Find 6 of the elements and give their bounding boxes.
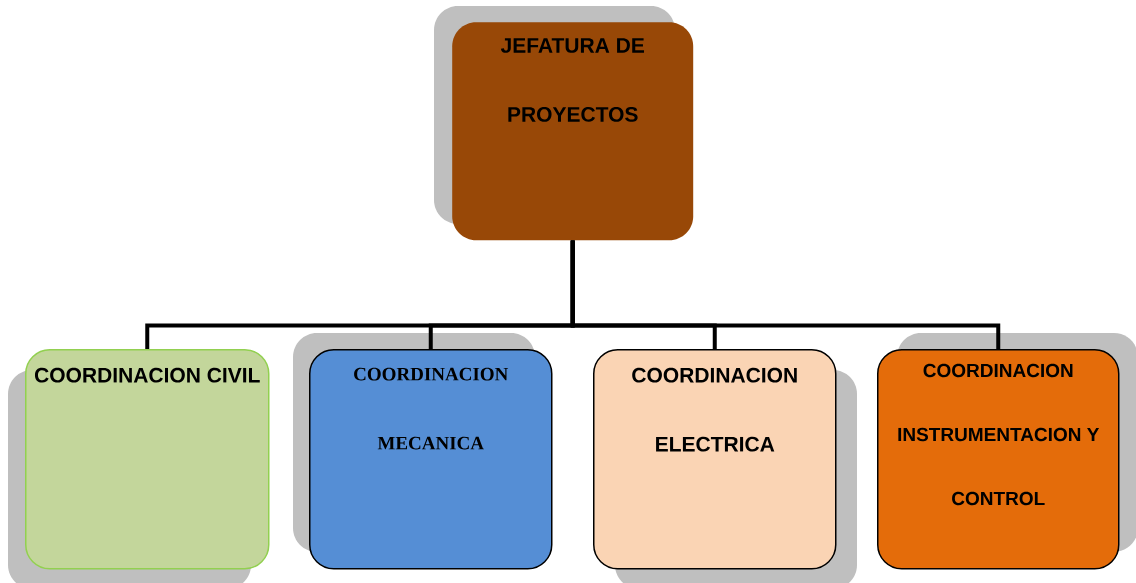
org-box: COORDINACION MECANICA [309,349,553,570]
org-box: COORDINACION INSTRUMENTACION Y CONTROL [877,349,1120,570]
org-box: JEFATURA DE PROYECTOS [452,22,694,241]
connector-line [570,240,1001,349]
org-box: COORDINACION CIVIL [25,349,270,570]
org-box: COORDINACION ELECTRICA [593,349,837,570]
